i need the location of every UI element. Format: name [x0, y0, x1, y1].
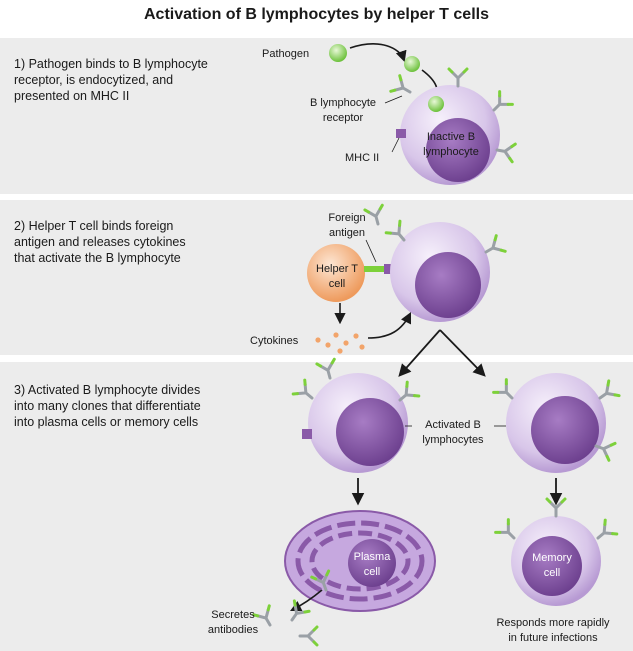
label-plasma-2: cell [364, 566, 381, 578]
label-plasma-1: Plasma [354, 551, 392, 563]
label-responds-2: in future infections [508, 632, 598, 644]
label-foreign-antigen-2: antigen [329, 227, 365, 239]
activated-b-lymphocyte-left [291, 357, 421, 473]
label-cytokines: Cytokines [250, 335, 299, 347]
b-lymphocyte-step2 [363, 203, 507, 322]
label-memory-2: cell [544, 567, 561, 579]
memory-cell [494, 497, 619, 606]
step-2-text: 2) Helper T cell binds foreign antigen a… [14, 219, 186, 265]
label-b-receptor-2: receptor [323, 112, 364, 124]
step-3-text: 3) Activated B lymphocyte divides into m… [14, 383, 201, 429]
helper-t-cell [307, 244, 365, 302]
label-activated-1: Activated B [425, 419, 481, 431]
diagram-title: Activation of B lymphocytes by helper T … [144, 6, 489, 23]
label-helper-1: Helper T [316, 263, 358, 275]
label-memory-1: Memory [532, 552, 572, 564]
antibodies-icon [252, 599, 319, 647]
label-pathogen: Pathogen [262, 48, 309, 60]
label-secretes-1: Secretes [211, 609, 255, 621]
plasma-cell [284, 510, 436, 612]
activated-b-lymphocyte-right [492, 373, 621, 473]
label-inactive-1: Inactive B [427, 131, 475, 143]
panel-step-1 [0, 38, 633, 194]
label-responds-1: Responds more rapidly [496, 617, 610, 629]
inactive-b-lymphocyte [389, 67, 517, 185]
label-helper-2: cell [329, 278, 346, 290]
label-inactive-2: lymphocyte [423, 146, 479, 158]
bound-pathogen-icon [404, 56, 420, 72]
pathogen-icon [329, 44, 347, 62]
label-secretes-2: antibodies [208, 624, 259, 636]
label-b-receptor-1: B lymphocyte [310, 97, 376, 109]
label-foreign-antigen-1: Foreign [328, 212, 365, 224]
label-mhc: MHC II [345, 152, 379, 164]
label-activated-2: lymphocytes [422, 434, 484, 446]
step-1-text: 1) Pathogen binds to B lymphocyte recept… [14, 57, 208, 103]
cytokine-dots [315, 332, 365, 354]
